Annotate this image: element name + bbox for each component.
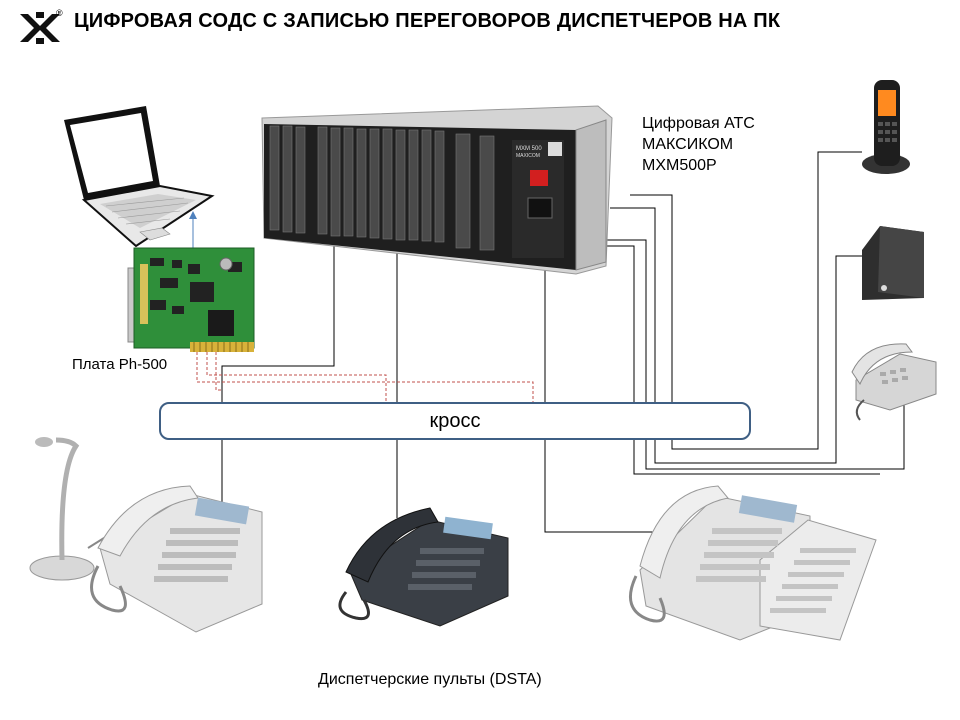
pbx-label: Цифровая АТС МАКСИКОМ MXM500P <box>642 113 755 176</box>
wire-pbx-to-deskphone <box>590 239 905 470</box>
wire-cross-to-console-3 <box>544 440 655 533</box>
laptop-icon <box>64 106 215 248</box>
pbx-label-line-2: МАКСИКОМ <box>642 136 734 153</box>
pbx-label-line-1: Цифровая АТС <box>642 115 755 132</box>
pbx-label-line-3: MXM500P <box>642 157 717 174</box>
desk-phone-icon <box>851 343 937 421</box>
page-title: ЦИФРОВАЯ СОДС С ЗАПИСЬЮ ПЕРЕГОВОРОВ ДИСП… <box>74 10 781 32</box>
consoles-label: Диспетчерские пульты (DSTA) <box>318 671 542 688</box>
dect-phone-icon <box>862 80 910 174</box>
dispatcher-console-icon-3 <box>628 485 877 641</box>
recording-dashed-lines <box>196 352 534 402</box>
wire-lines <box>221 151 905 533</box>
dispatcher-console-icon-1 <box>90 485 263 633</box>
wire-pbx-to-cross-left <box>221 222 335 402</box>
card-reader-icon <box>862 226 924 300</box>
board-label: Плата Ph-500 <box>72 356 168 373</box>
dispatcher-console-icon-2 <box>338 507 509 627</box>
wire-pbx-to-reader <box>610 207 862 464</box>
pbx-front-model: MXM 500 <box>516 146 542 152</box>
logo-icon <box>20 12 60 44</box>
cross-label: кросс <box>429 409 481 432</box>
pbx-front-brand: MAXICOM <box>516 153 540 159</box>
wire-pbx-to-extra <box>592 245 880 475</box>
cross-box: кросс <box>159 402 751 440</box>
pbx-rack-icon <box>261 105 613 275</box>
registered-mark: ® <box>56 8 63 18</box>
wire-pbx-to-dect <box>630 151 862 450</box>
board-to-laptop-arrow <box>189 211 197 250</box>
pcb-board-icon <box>127 247 255 352</box>
